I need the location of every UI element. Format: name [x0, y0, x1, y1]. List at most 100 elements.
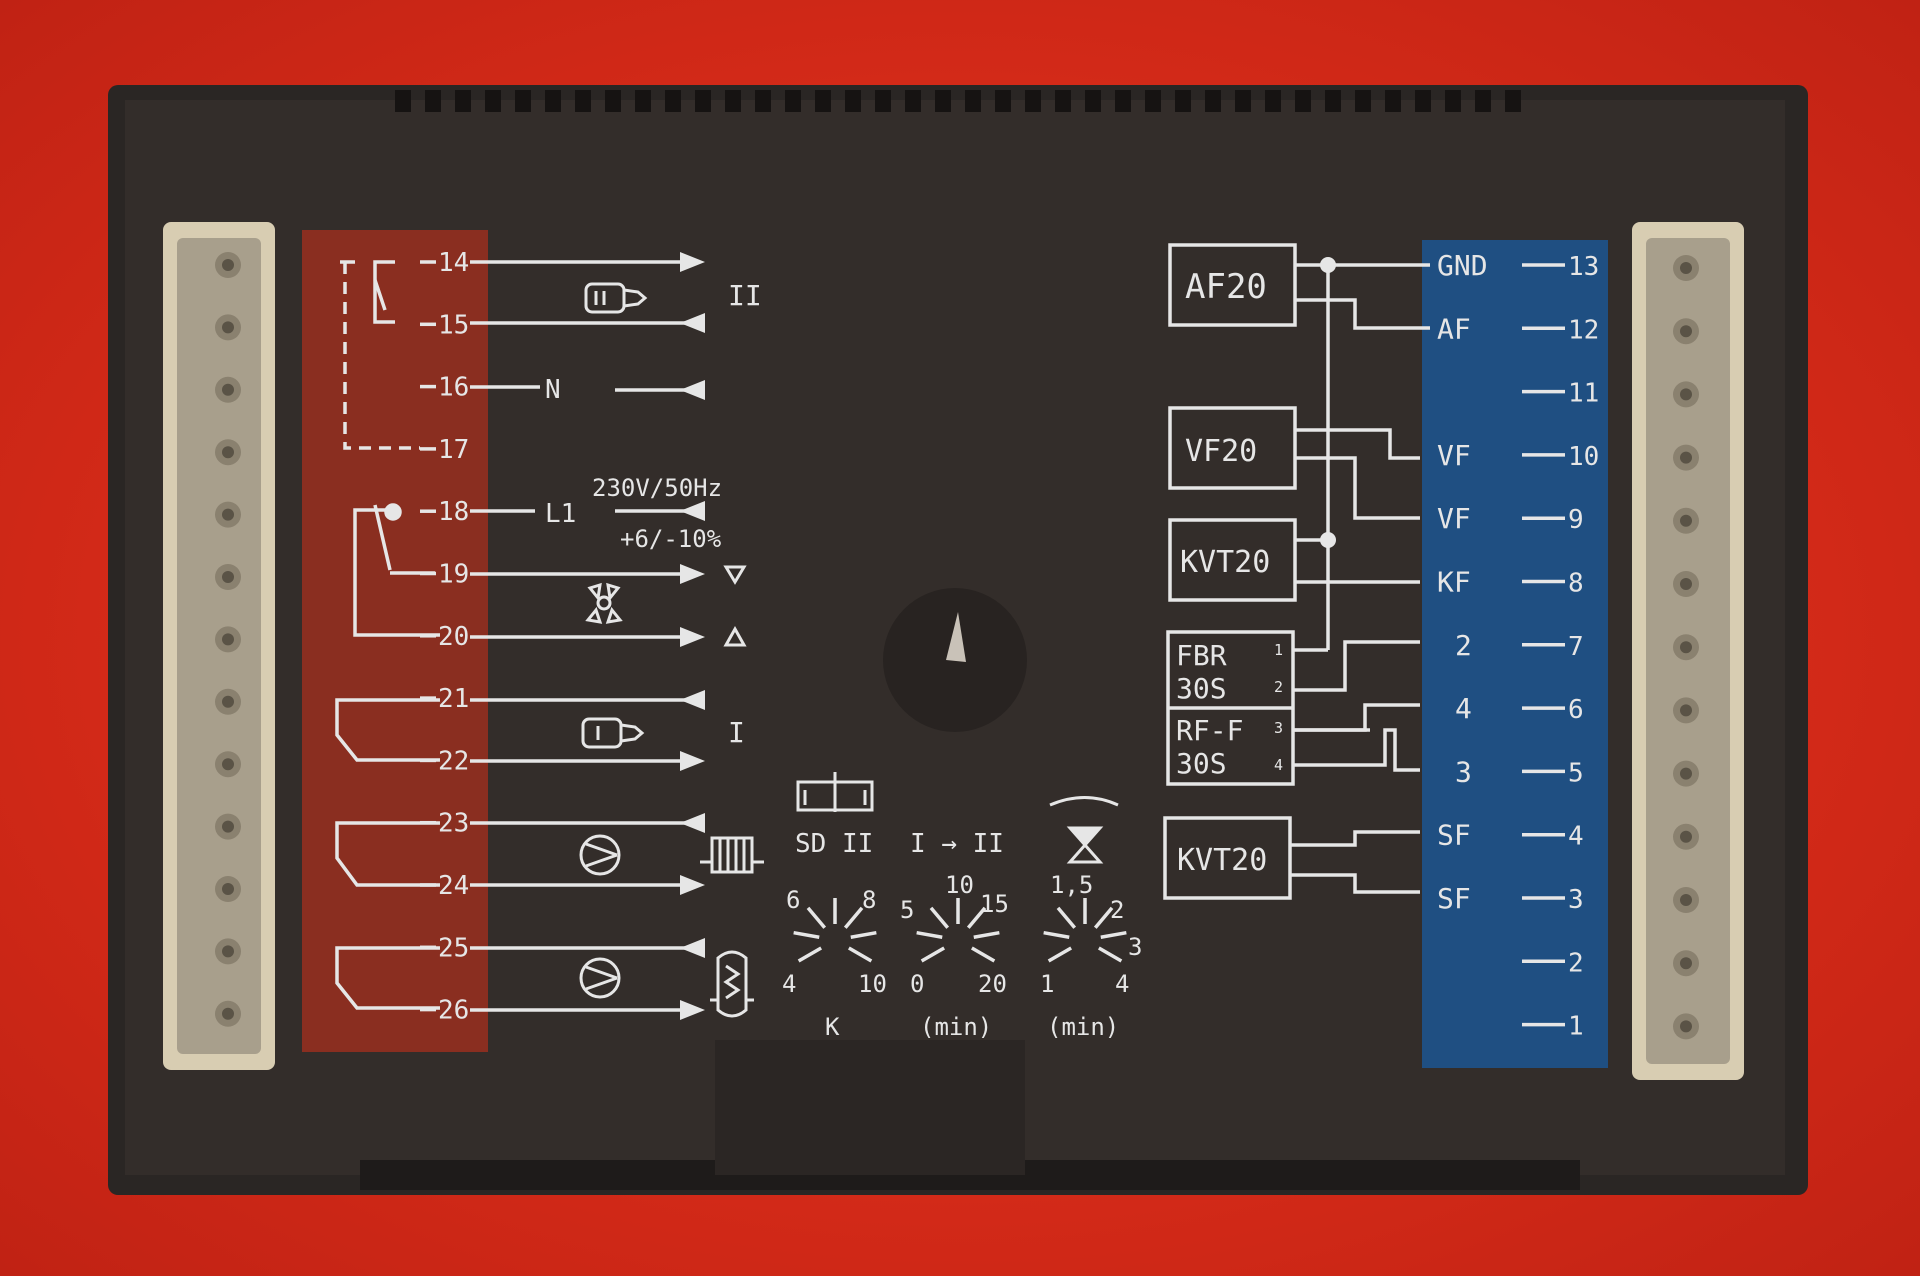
mixer-direction-symbols [723, 565, 747, 647]
vf20-box [1168, 406, 1297, 490]
signal-label: 2 [1455, 629, 1472, 662]
dial-scale-label: 1 [1040, 970, 1054, 998]
kvt20-top-box [1168, 518, 1297, 602]
mains-zone [302, 230, 488, 1052]
vent-slot [545, 90, 561, 112]
signal-label: GND [1437, 249, 1488, 282]
vent-slot [605, 90, 621, 112]
left-terminal-number: 25 [438, 933, 469, 963]
signal-label: VF [1437, 502, 1471, 535]
terminal-screw-slot [1680, 957, 1692, 970]
vent-slot [1505, 90, 1521, 112]
vent-slot [665, 90, 681, 112]
dial-tick [843, 906, 864, 929]
dial-title: SD II [795, 829, 873, 859]
dial-tick [847, 946, 873, 963]
vent-slot [1475, 90, 1491, 112]
switch-symbol-icon [796, 772, 874, 812]
dial-scale-label: 6 [786, 886, 800, 914]
terminal-screw-slot [222, 446, 234, 459]
vent-slot [1385, 90, 1401, 112]
supply-voltage-label: 230V/50Hz [592, 474, 722, 502]
kvt20-label: KVT20 [1180, 545, 1270, 580]
terminal-screw-slot [1680, 1020, 1692, 1033]
left-terminal-number: 16 [438, 373, 469, 403]
dial-tick [929, 906, 950, 929]
burner-stage-2-label: II [728, 279, 762, 312]
right-terminal-number: 8 [1568, 569, 1584, 599]
left-terminal-number: 18 [438, 497, 469, 527]
terminal-screw-slot [222, 508, 234, 521]
low-voltage-zone [1422, 240, 1608, 1068]
vent-slot [1415, 90, 1431, 112]
dial-unit-label: (min) [920, 1013, 992, 1041]
terminal-screw-slot [1680, 830, 1692, 843]
vent-slot [1295, 90, 1311, 112]
terminal-screw-slot [222, 758, 234, 771]
connector-pin-number: 1 [1274, 641, 1283, 659]
signal-label: 4 [1455, 692, 1472, 725]
right-terminal-number: 3 [1568, 885, 1584, 915]
af20-box [1168, 243, 1297, 327]
sensor-wiring-diagram [1163, 243, 1430, 900]
dial-tick [1047, 946, 1073, 963]
vent-slot [1145, 90, 1161, 112]
af20-label: AF20 [1185, 267, 1267, 307]
terminal-screw-slot [1680, 388, 1692, 401]
terminal-screw-slot [222, 883, 234, 895]
left-terminal-number: 15 [438, 310, 469, 340]
right-terminal-block [1632, 222, 1744, 1080]
dial-tick [1097, 946, 1123, 963]
vent-slot [725, 90, 741, 112]
burner-stage-1-label: I [728, 716, 745, 749]
vent-slot [845, 90, 861, 112]
terminal-screw-slot [1680, 514, 1692, 527]
connector-pin-number: 3 [1274, 719, 1283, 737]
panel-label-recess [715, 1040, 1025, 1175]
dial-title: I → II [910, 829, 1004, 859]
signal-label: VF [1437, 439, 1471, 472]
terminal-screw-slot [1680, 894, 1692, 906]
dial-scale-label: 2 [1110, 896, 1124, 924]
terminal-screw-slot [1680, 704, 1692, 717]
dial-tick [806, 906, 827, 929]
terminal-screw-slot [1680, 767, 1692, 780]
terminal-screw-slot [222, 1007, 234, 1020]
right-terminal-number: 9 [1568, 505, 1584, 535]
vent-slot [485, 90, 501, 112]
burner-icon [584, 282, 648, 314]
signal-label: AF [1437, 312, 1471, 345]
right-terminal-number: 10 [1568, 442, 1599, 472]
vent-slot [695, 90, 711, 112]
dial-tick [850, 930, 877, 939]
rff-suffix-label: 30S [1176, 747, 1227, 780]
dial-tick [973, 930, 1000, 939]
left-terminal-number: 14 [438, 248, 469, 278]
left-terminal-number: 20 [438, 622, 469, 652]
vent-slot [455, 90, 471, 112]
vent-slot [1445, 90, 1461, 112]
right-terminal-number: 6 [1568, 695, 1584, 725]
vent-slot [425, 90, 441, 112]
dial-scale-label: 15 [980, 890, 1009, 918]
vent-slot [755, 90, 771, 112]
left-terminal-number: 24 [438, 871, 469, 901]
terminal-screw-slot [1680, 641, 1692, 654]
right-terminal-number: 4 [1568, 822, 1584, 852]
dial-scale-label: 3 [1128, 933, 1142, 961]
vent-slot [995, 90, 1011, 112]
terminal-screw-slot [1680, 325, 1692, 338]
dial-scale-label: 20 [978, 970, 1007, 998]
dial-scale-label: 1,5 [1050, 871, 1093, 899]
vf20-label: VF20 [1185, 434, 1257, 469]
left-terminal-number: 23 [438, 809, 469, 839]
left-terminal-number: 19 [438, 560, 469, 590]
terminal-screw-slot [222, 820, 234, 833]
valve-runtime-icon [1049, 796, 1119, 864]
left-terminal-number: 17 [438, 435, 469, 465]
dial-unit-label: (min) [1047, 1013, 1119, 1041]
right-terminal-number: 11 [1568, 379, 1599, 409]
terminal-screw-slot [222, 383, 234, 396]
dial-tick [1043, 930, 1070, 939]
right-terminal-number: 7 [1568, 632, 1584, 662]
